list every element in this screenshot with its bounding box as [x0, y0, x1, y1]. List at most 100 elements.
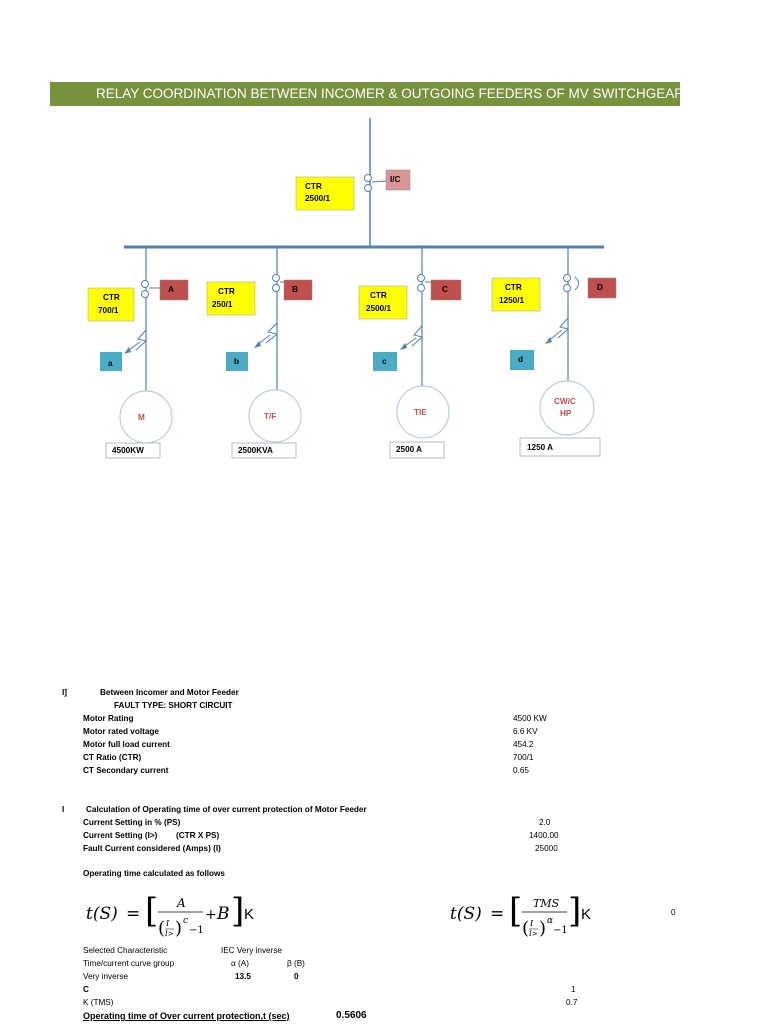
- very-inverse-label: Very inverse: [83, 972, 129, 981]
- result-label: Operating time of Over current protectio…: [83, 1011, 290, 1021]
- ctr-d-box: [491, 277, 541, 312]
- svg-text:A: A: [176, 896, 186, 910]
- relay-a-label: A: [168, 285, 174, 294]
- param-value: 700/1: [513, 753, 534, 762]
- param-note: (CTR X PS): [176, 831, 220, 840]
- svg-text:(: (: [522, 918, 529, 939]
- ctr-d-label: CTR: [505, 283, 522, 292]
- result-value: 0.5606: [336, 1010, 367, 1021]
- k-value: 0.7: [566, 998, 578, 1007]
- param-value: 0.65: [513, 766, 529, 775]
- relay-a-box: [159, 279, 189, 301]
- rating-a-label: 4500KW: [112, 446, 144, 455]
- svg-text:[: [: [145, 891, 158, 931]
- incomer-ct-icon: [364, 174, 372, 182]
- section1-heading: Between Incomer and Motor Feeder: [100, 688, 239, 697]
- rating-d-label: 1250 A: [527, 443, 554, 452]
- rating-b-label: 2500KVA: [238, 446, 273, 455]
- param-label: Motor Rating: [83, 714, 134, 723]
- sub-c-box: [373, 352, 397, 371]
- param-value: 25000: [535, 844, 558, 853]
- section2-number: I: [62, 805, 65, 814]
- rating-b-box: [231, 442, 297, 459]
- svg-text:): ): [539, 918, 546, 939]
- param-label: Fault Current considered (Amps) (I): [83, 844, 221, 853]
- sub-d-label: d: [518, 355, 524, 364]
- svg-text:=: =: [490, 904, 504, 924]
- svg-text:K: K: [581, 906, 591, 923]
- sub-a-box: [100, 352, 122, 371]
- param-label: Motor full load current: [83, 740, 170, 749]
- load-m-circle: [119, 390, 173, 444]
- feeder-a: [87, 247, 189, 444]
- feeder-b: [206, 247, 313, 443]
- load-cwc-label-1: CW/C: [554, 397, 576, 406]
- incomer-relay-label: I/C: [390, 175, 401, 184]
- sub-d-box: [510, 350, 534, 370]
- formula-iec-tms: t(S) = [ TMS ( I I> ) α −1 ] K: [450, 891, 591, 939]
- svg-text:K: K: [244, 906, 254, 923]
- svg-text:+: +: [205, 907, 217, 923]
- ctr-a-value: 700/1: [98, 306, 119, 315]
- svg-text:c: c: [183, 916, 188, 926]
- relay-d-label: D: [597, 283, 603, 292]
- beta-value: 0: [294, 972, 299, 981]
- param-value: 2.0: [539, 818, 551, 827]
- beta-header: β (B): [287, 959, 305, 968]
- incomer-ctr-value: 2500/1: [305, 194, 331, 203]
- load-m-label: M: [138, 413, 145, 422]
- ctr-b-value: 250/1: [212, 300, 233, 309]
- relay-b-label: B: [292, 285, 298, 294]
- curve-group-label: Time/current curve group: [83, 959, 175, 968]
- rating-a-box: [105, 442, 161, 459]
- page-title-banner: RELAY COORDINATION BETWEEN INCOMER & OUT…: [50, 82, 680, 106]
- svg-text:=: =: [126, 904, 140, 924]
- feeder-c: [358, 247, 462, 439]
- sub-c-label: c: [382, 357, 387, 366]
- characteristic-value: IEC Very inverse: [221, 946, 282, 955]
- svg-text:−1: −1: [189, 925, 204, 936]
- rating-c-label: 2500 A: [396, 445, 423, 454]
- ctr-b-label: CTR: [218, 287, 235, 296]
- param-value: 454.2: [513, 740, 534, 749]
- svg-text:I>: I>: [528, 930, 538, 938]
- rating-c-box: [389, 441, 445, 459]
- formula-trailing-value: 0: [671, 908, 676, 917]
- param-label: Current Setting in % (PS): [83, 818, 181, 827]
- rating-d-box: [519, 437, 601, 457]
- load-tf-circle: [248, 389, 302, 443]
- relay-c-box: [430, 279, 462, 301]
- characteristic-label: Selected Characteristic: [83, 946, 168, 955]
- load-tie-label: TIE: [414, 408, 427, 417]
- load-cwc-label-2: HP: [560, 409, 572, 418]
- incomer-ctr-box: [295, 176, 355, 211]
- ctr-d-value: 1250/1: [499, 296, 525, 305]
- svg-text:t(S): t(S): [86, 904, 118, 924]
- ctr-c-box: [358, 285, 408, 320]
- section1-fault-type: FAULT TYPE: SHORT CIRCUIT: [114, 701, 233, 710]
- svg-text:I>: I>: [164, 930, 174, 938]
- c-label: C: [83, 985, 89, 994]
- ctr-a-box: [87, 287, 135, 322]
- alpha-value: 13.5: [235, 972, 251, 981]
- relay-d-box: [587, 277, 617, 299]
- ctr-b-box: [206, 281, 256, 316]
- svg-text:B: B: [216, 904, 230, 924]
- param-label: Current Setting (I>): [83, 831, 158, 840]
- param-label: CT Ratio (CTR): [83, 753, 142, 762]
- single-line-diagram: [87, 118, 617, 459]
- load-cwc-circle: [539, 380, 595, 436]
- svg-text:(: (: [158, 918, 165, 939]
- sub-b-box: [226, 352, 248, 371]
- section1-number: I]: [62, 688, 68, 697]
- svg-text:−1: −1: [553, 925, 568, 936]
- incomer-relay-box: [385, 169, 411, 191]
- param-label: CT Secondary current: [83, 766, 169, 775]
- svg-text:I: I: [529, 919, 534, 928]
- load-tf-label: T/F: [264, 412, 277, 421]
- load-tie-circle: [396, 385, 450, 439]
- ctr-c-value: 2500/1: [366, 304, 392, 313]
- k-label: K (TMS): [83, 998, 114, 1007]
- incomer-ctr-label: CTR: [305, 182, 322, 191]
- svg-text:): ): [175, 918, 182, 939]
